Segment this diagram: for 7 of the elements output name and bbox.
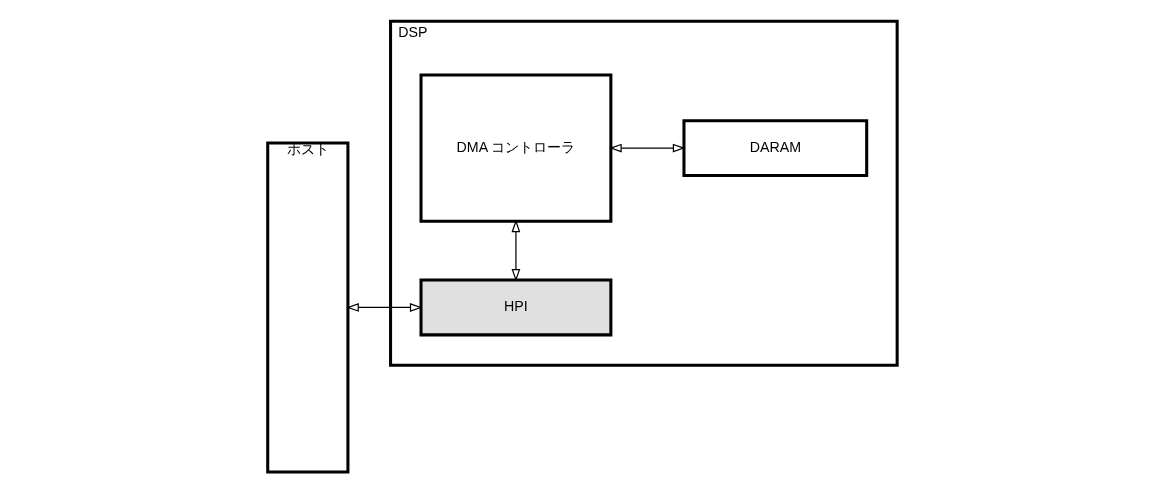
arrow [609, 143, 686, 152]
arrow [346, 302, 423, 312]
node-box: ホスト [266, 141, 350, 473]
node-box: HPI [419, 278, 613, 336]
arrow [511, 219, 521, 282]
node-box: DARAM [682, 118, 869, 177]
node-box: DMA コントローラ [419, 72, 613, 223]
